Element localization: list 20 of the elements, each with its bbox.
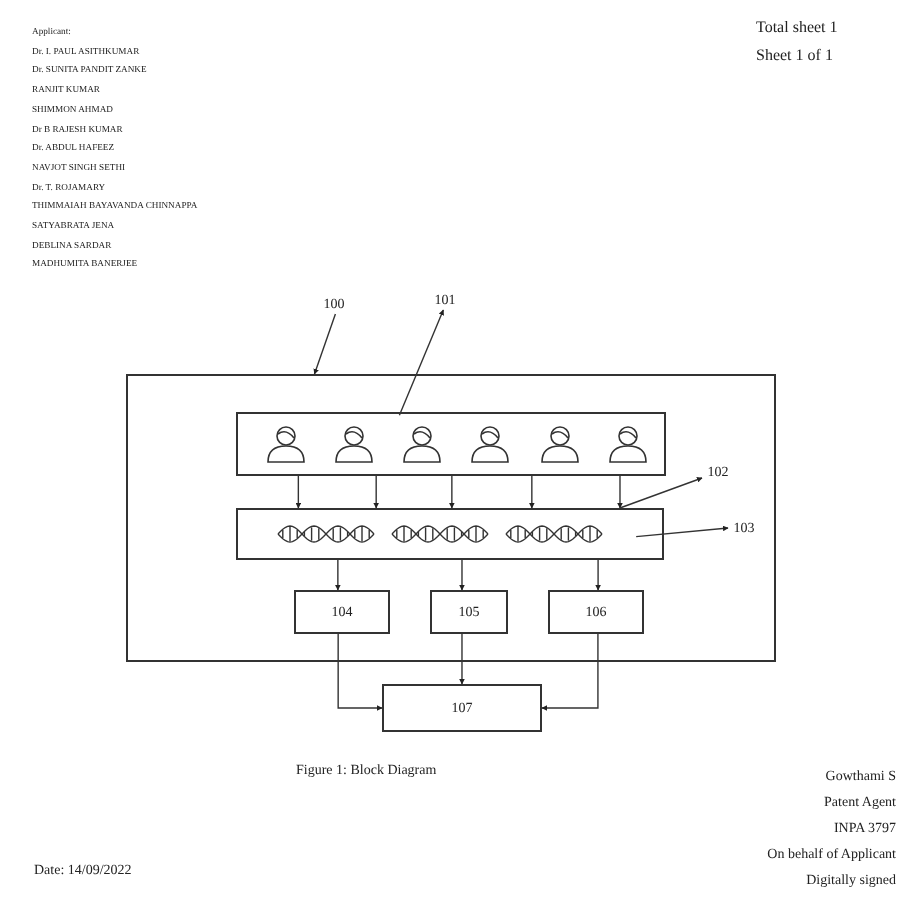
arrow [373,475,379,509]
leader-line [619,477,703,509]
leader-line [635,525,729,538]
arrow [335,559,341,591]
block-box [236,412,666,476]
arrow [459,559,465,591]
arrow [295,475,302,509]
arrow [529,475,535,509]
block-box [126,374,776,662]
arrow [459,633,465,685]
arrow [595,559,601,591]
arrow [449,475,455,509]
arrow [541,633,599,711]
arrow [617,475,623,509]
sheet-number: Sheet 1 of 1 [756,46,833,65]
leader-line [398,309,444,416]
arrow [337,633,383,711]
sheet-count: Total sheet 1 [756,18,838,37]
block-box [236,508,664,560]
leader-line [313,313,337,375]
